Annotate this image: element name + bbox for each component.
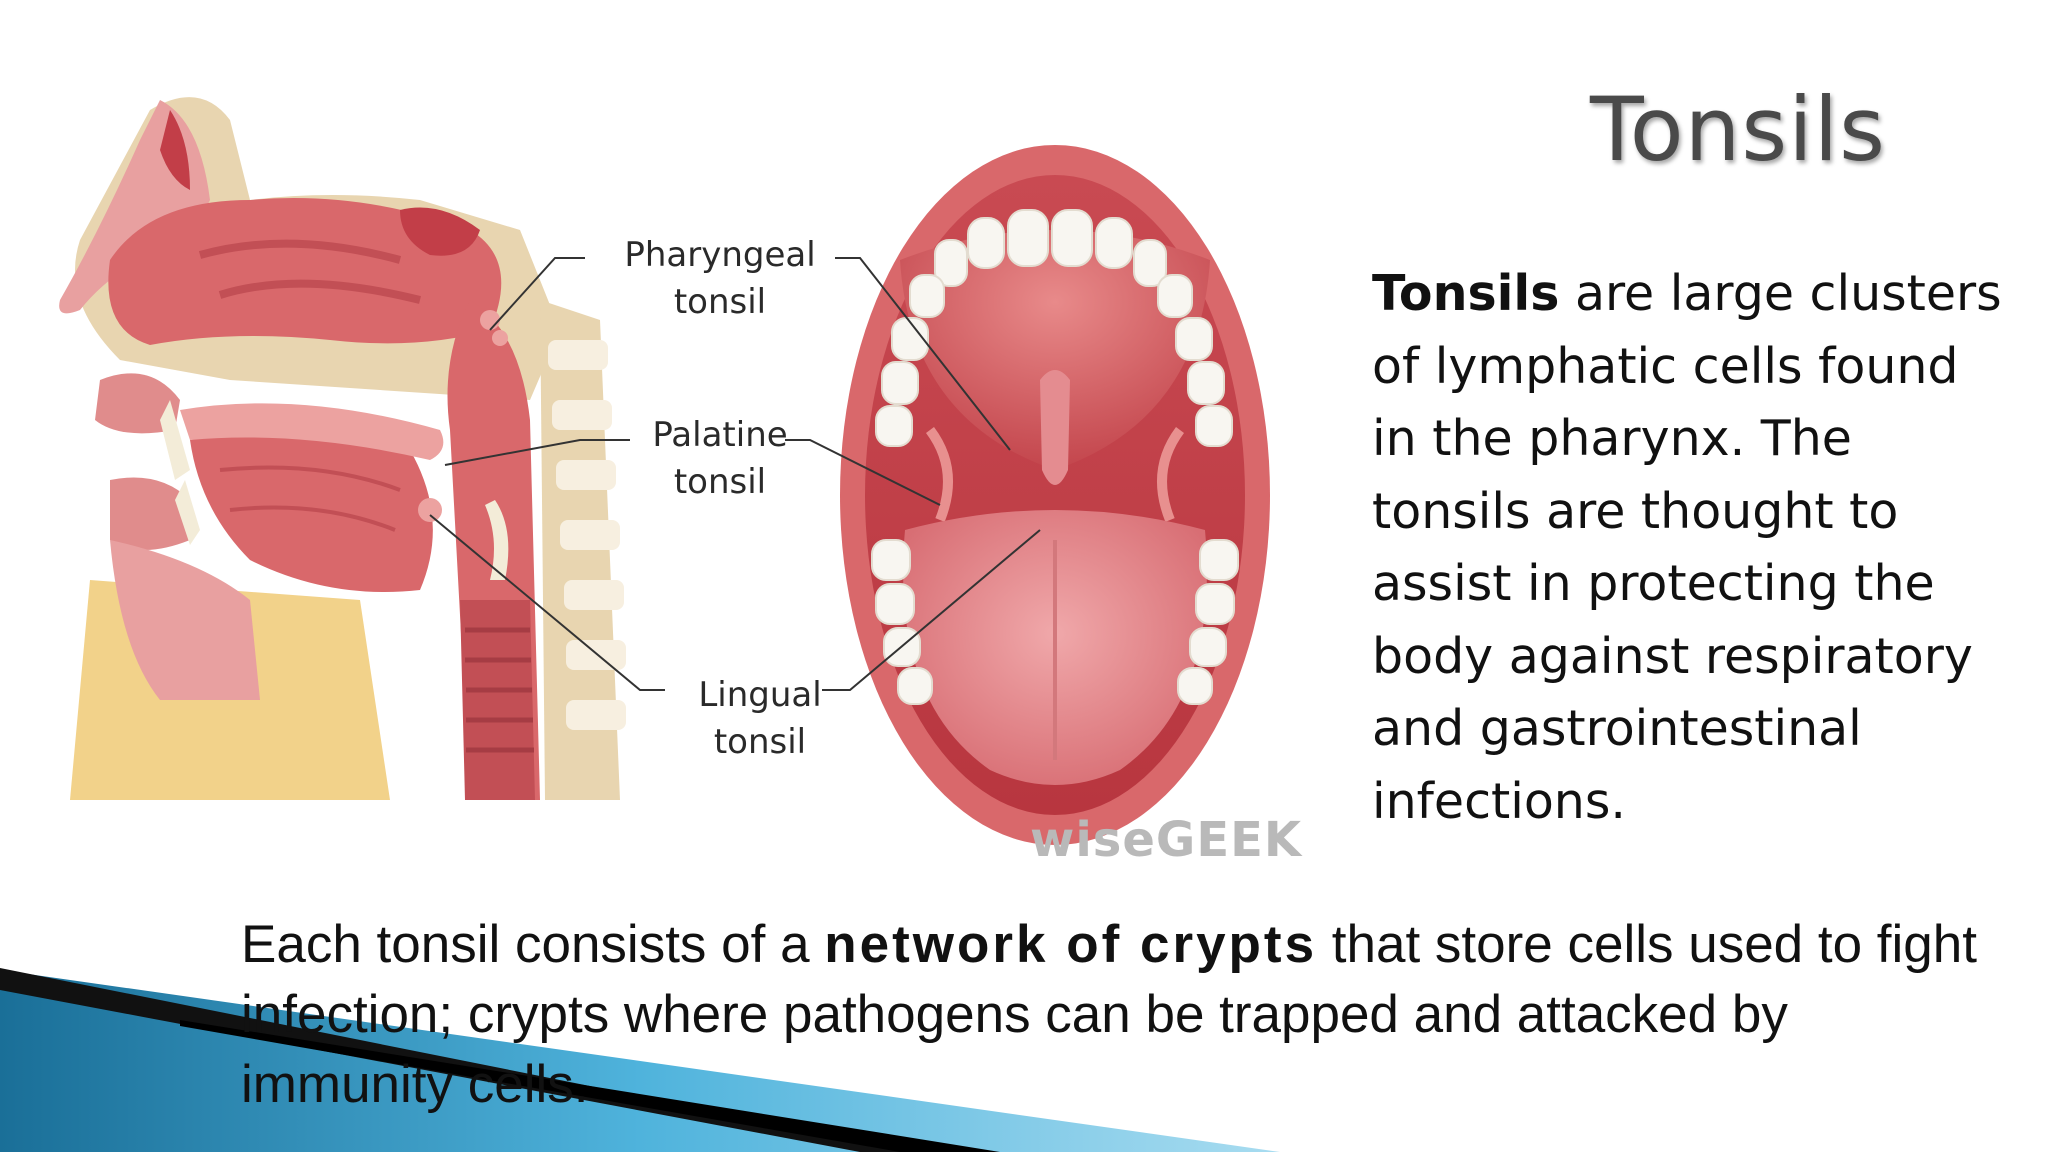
label-palatine-tonsil: Palatine tonsil [640,412,800,506]
label-pharyngeal-line2: tonsil [673,282,767,322]
label-pharyngeal-tonsil: Pharyngeal tonsil [610,232,830,326]
bottom-paragraph-before: Each tonsil consists of a [241,915,825,974]
label-palatine-line2: tonsil [673,462,767,502]
label-pharyngeal-line1: Pharyngeal [624,235,816,275]
side-paragraph: Tonsils are large clusters of lymphatic … [1372,258,2012,838]
tonsils-illustration [59,97,1270,845]
label-lingual-tonsil: Lingual tonsil [680,672,840,766]
leader-lines [429,257,1041,691]
slide-title: Tonsils [1590,78,1887,181]
label-palatine-line1: Palatine [652,415,788,455]
side-paragraph-rest: are large clusters of lymphatic cells fo… [1372,265,2002,830]
sagittal-section [59,97,626,800]
bottom-paragraph-bold: network of crypts [824,915,1318,974]
open-mouth-view [840,145,1270,845]
label-lingual-line1: Lingual [698,675,822,715]
bottom-paragraph: Each tonsil consists of a network of cry… [241,910,2001,1120]
side-paragraph-bold: Tonsils [1372,265,1560,322]
bottom-paragraph-after: that store cells used to fight infection… [241,915,1977,1114]
wisegeek-watermark: wiseGEEK [1030,812,1303,868]
label-lingual-line2: tonsil [713,722,807,762]
decorative-swoosh [0,968,1280,1152]
